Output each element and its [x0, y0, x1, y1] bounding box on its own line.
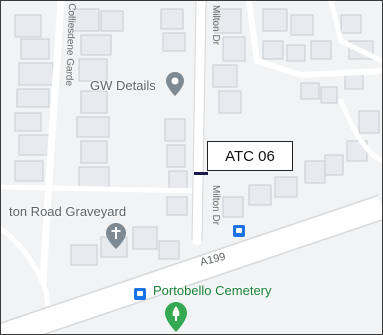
street-label-milton-lower: Milton Dr: [210, 185, 221, 226]
a199-road[interactable]: [1, 196, 382, 334]
milton-edge-left: [191, 1, 197, 242]
cross-pin-icon[interactable]: [105, 222, 127, 250]
location-pin-icon[interactable]: [165, 71, 185, 97]
buildings-lower: [70, 226, 180, 266]
buildings-right: [262, 8, 380, 176]
poi-label-gw-details[interactable]: GW Details: [90, 78, 156, 93]
bus-stop-icon[interactable]: [233, 225, 245, 237]
marker-connector-line: [194, 172, 208, 175]
atc-marker-label[interactable]: ATC 06: [207, 141, 293, 171]
buildings-left: [14, 8, 124, 188]
poi-label-graveyard[interactable]: ton Road Graveyard: [9, 204, 127, 219]
buildings-center: [160, 8, 326, 218]
poi-label-cemetery[interactable]: Portobello Cemetery: [153, 283, 272, 298]
cemetery-pin-icon[interactable]: [164, 301, 188, 333]
street-label-milton-upper: Milton Dr: [210, 5, 221, 46]
milton-edge-right: [201, 1, 207, 242]
bus-stop-icon[interactable]: [134, 288, 146, 300]
